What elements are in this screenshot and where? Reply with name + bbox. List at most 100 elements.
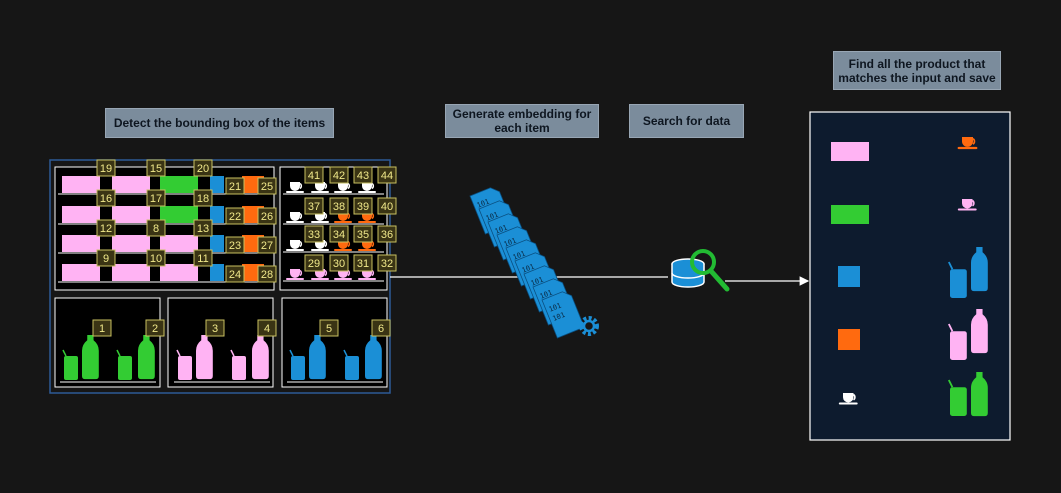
bounding-box-badge: 31: [353, 254, 373, 272]
product-box: [62, 176, 100, 193]
bounding-box-badge: 36: [377, 225, 397, 243]
product-box: [112, 206, 150, 223]
bounding-box-badge: 8: [146, 219, 166, 237]
bounding-box-badge: 13: [193, 219, 213, 237]
embedding-label: Generate embedding for each item: [445, 104, 599, 138]
cup-icon: [286, 212, 304, 223]
badge-number: 39: [357, 201, 369, 213]
badge-number: 16: [100, 193, 112, 205]
can-icon: [116, 349, 132, 380]
bottle-icon: [971, 372, 988, 417]
result-blue-box: [838, 266, 860, 287]
bounding-box-badge: 28: [257, 265, 277, 283]
bottle-icon: [196, 335, 213, 380]
product-box: [160, 264, 198, 281]
bounding-box-badge: 22: [225, 207, 245, 225]
product-box: [62, 235, 100, 252]
bottle-icon: [309, 335, 326, 380]
badge-number: 28: [261, 269, 273, 281]
badge-number: 32: [381, 258, 393, 270]
cup-icon: [957, 137, 978, 150]
cup-icon: [838, 393, 858, 405]
badge-number: 10: [150, 253, 162, 265]
badge-number: 17: [150, 193, 162, 205]
bounding-box-badge: 2: [145, 319, 165, 337]
badge-number: 21: [229, 181, 241, 193]
badge-number: 27: [261, 240, 273, 252]
bounding-box-badge: 41: [304, 166, 324, 184]
badge-number: 33: [308, 229, 320, 241]
can-icon: [230, 349, 246, 380]
product-box: [160, 235, 198, 252]
badge-number: 24: [229, 269, 241, 281]
badge-number: 18: [197, 193, 209, 205]
bounding-box-badge: 43: [353, 166, 373, 184]
product-box: [160, 176, 198, 193]
badge-number: 41: [308, 170, 320, 182]
database-search-icon: [671, 249, 730, 292]
product-box: [210, 206, 224, 223]
product-box: [210, 235, 224, 252]
can-icon: [947, 323, 967, 360]
bottle-icon: [82, 335, 99, 380]
bounding-box-badge: 44: [377, 166, 397, 184]
bounding-box-badge: 16: [96, 189, 116, 207]
bounding-box-badge: 11: [193, 249, 213, 267]
badge-number: 37: [308, 201, 320, 213]
bounding-box-badge: 40: [377, 197, 397, 215]
badge-number: 36: [381, 229, 393, 241]
bounding-box-badge: 17: [146, 189, 166, 207]
result-green-box: [831, 205, 869, 224]
can-icon: [289, 349, 305, 380]
product-box: [112, 235, 150, 252]
cup-icon: [358, 182, 376, 193]
badge-number: 3: [212, 323, 218, 335]
badge-number: 42: [333, 170, 345, 182]
product-box: [160, 206, 198, 223]
badge-number: 25: [261, 181, 273, 193]
cup-icon: [957, 199, 977, 211]
bottle-icon: [365, 335, 382, 380]
bounding-box-badge: 37: [304, 197, 324, 215]
product-box: [112, 176, 150, 193]
document-stack-icon: 1011011011011011011011011011011011011011…: [469, 187, 585, 339]
search-label: Search for data: [629, 104, 744, 138]
badge-number: 38: [333, 201, 345, 213]
bounding-box-badge: 35: [353, 225, 373, 243]
bounding-box-badge: 9: [96, 249, 116, 267]
badge-number: 26: [261, 211, 273, 223]
badge-number: 43: [357, 170, 369, 182]
bounding-box-badge: 42: [329, 166, 349, 184]
bounding-box-badge: 24: [225, 265, 245, 283]
badge-number: 20: [197, 163, 209, 175]
bounding-box-badge: 34: [329, 225, 349, 243]
cup-icon: [286, 182, 304, 193]
badge-number: 44: [381, 170, 393, 182]
bounding-box-badge: 38: [329, 197, 349, 215]
badge-number: 2: [152, 323, 158, 335]
cup-icon: [311, 182, 329, 193]
badge-number: 35: [357, 229, 369, 241]
badge-number: 9: [103, 253, 109, 265]
badge-number: 8: [153, 223, 159, 235]
bounding-box-badge: 4: [257, 319, 277, 337]
bounding-box-badge: 6: [371, 319, 391, 337]
badge-number: 22: [229, 211, 241, 223]
bottle-icon: [138, 335, 155, 380]
bottle-shelves: [60, 335, 383, 383]
bounding-box-badge: 32: [377, 254, 397, 272]
can-icon: [176, 349, 192, 380]
bounding-box-badge: 39: [353, 197, 373, 215]
badge-number: 23: [229, 240, 241, 252]
product-box: [62, 206, 100, 223]
badge-number: 29: [308, 258, 320, 270]
bounding-box-badge: 3: [205, 319, 225, 337]
can-icon: [947, 261, 967, 298]
bounding-box-badge: 10: [146, 249, 166, 267]
can-icon: [947, 379, 967, 416]
bottle-icon: [971, 309, 988, 354]
product-box: [210, 264, 224, 281]
badge-number: 4: [264, 323, 270, 335]
